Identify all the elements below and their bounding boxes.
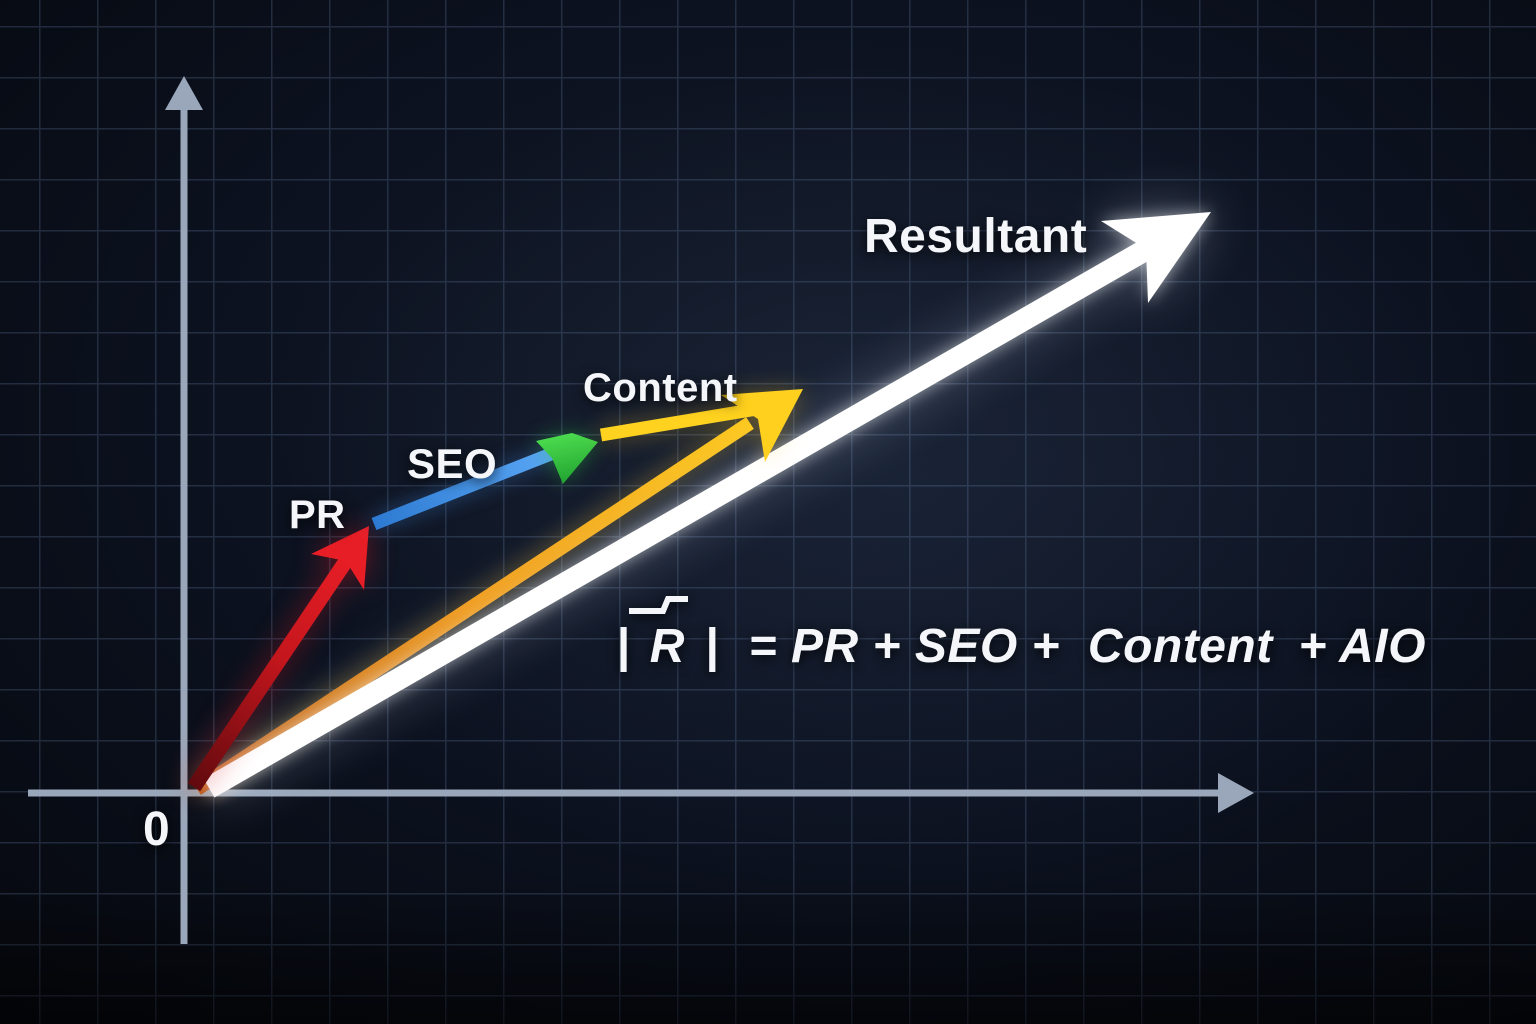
resultant-vector (203, 212, 1211, 798)
content-vector-shaft (599, 402, 759, 442)
content-vector (599, 389, 803, 462)
formula: | R | = PR + SEO + Content + AIO (616, 596, 1426, 673)
formula-r-symbol: R (650, 620, 685, 673)
content-arrowhead-icon (721, 389, 803, 462)
aio-vector-shaft (193, 417, 754, 795)
x-axis-arrowhead-icon (1218, 773, 1254, 813)
seo-arrowhead-icon (536, 433, 598, 484)
aio-vector (193, 417, 754, 795)
formula-content-term: Content (1088, 620, 1274, 673)
resultant-label: Resultant (864, 210, 1087, 263)
resultant-arrowhead-icon (1101, 212, 1211, 303)
seo-vector-shaft (371, 445, 559, 531)
formula-aio-term: + AIO (1299, 620, 1426, 673)
seo-arrowhead (536, 433, 598, 484)
seo-vector (371, 445, 559, 531)
pr-arrowhead-icon (311, 526, 369, 590)
y-axis-arrowhead-icon (165, 76, 203, 110)
resultant-vector-shaft (203, 239, 1153, 798)
content-label: Content (583, 366, 738, 410)
formula-overbar (629, 596, 688, 614)
formula-abs-close: | (705, 620, 719, 673)
formula-text: | R | = PR + SEO + Content + AIO (616, 620, 1426, 673)
pr-vector (187, 526, 369, 792)
axes: 0 (28, 76, 1254, 944)
pr-label: PR (289, 493, 346, 537)
formula-abs-open: | (616, 620, 630, 673)
formula-mid: = PR + SEO + (749, 620, 1060, 673)
bottom-fade (0, 880, 1536, 1024)
pr-vector-shaft (187, 553, 355, 792)
origin-label: 0 (143, 803, 170, 856)
seo-label: SEO (407, 440, 497, 487)
